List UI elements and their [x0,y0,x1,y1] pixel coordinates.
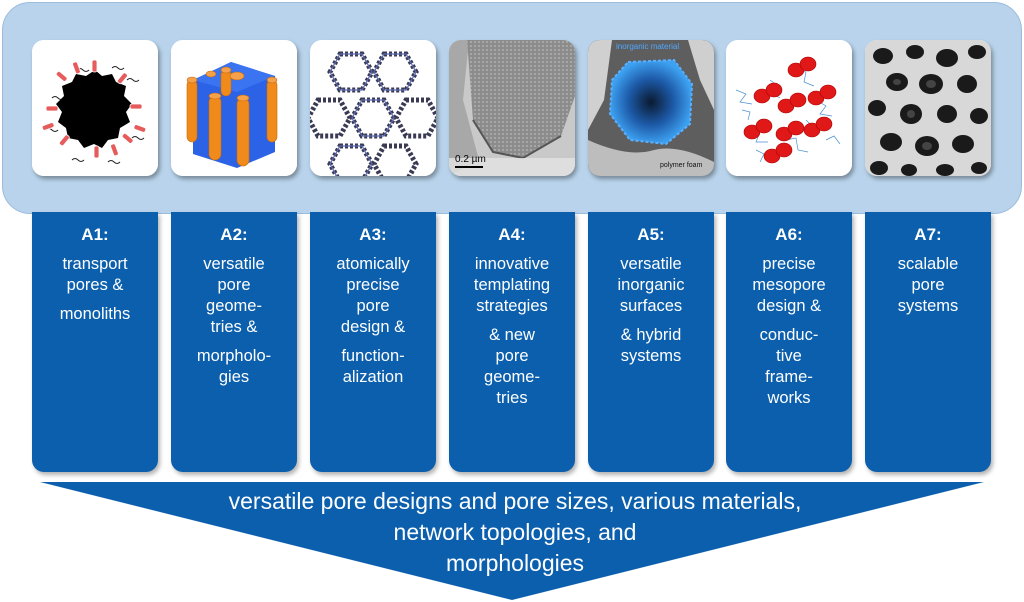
description-line: conduc- [759,326,819,344]
description-line: works [767,389,811,407]
column-a4: A4: innovative templating strategies & new po… [449,212,575,472]
column-description: versatile inorganic surfaces & hybrid system… [588,254,714,367]
description-line: tive [776,347,802,365]
description-line: transport [62,255,128,273]
column-a1: A1: transport pores & monoliths [32,212,158,472]
thumbnail-a7 [865,40,991,176]
summary-line-2: network topologies, and [393,519,637,545]
description-line: design & [340,318,406,336]
description-line: pore [356,297,390,315]
column-description: transport pores & monoliths [32,254,158,325]
summary-line-1: versatile pore designs and pore sizes, v… [228,488,802,514]
description-line: pore [495,347,529,365]
description-line: scalable [897,255,959,273]
description-line: versatile [203,255,265,273]
column-heading: A5: [637,225,665,244]
description-line: & new [489,326,535,344]
thumbnail-a2 [171,40,297,176]
description-line: mesopore [752,276,826,294]
description-line: alization [342,368,404,386]
summary-text: versatile pore designs and pore sizes, v… [150,486,880,579]
description-line: atomically [336,255,410,273]
description-line: geome- [206,297,262,315]
thumbnail-a1 [32,40,158,176]
description-line: & hybrid [620,326,682,344]
description-line: innovative [474,255,550,273]
description-line: templating [473,276,551,294]
description-line: surfaces [619,297,683,315]
description-line: pore [217,276,251,294]
column-description: versatile pore geome-tries & morpholo-gies [171,254,297,388]
column-description: scalable pore systems [865,254,991,317]
column-a2: A2: versatile pore geome-tries & morpholo-gi… [171,212,297,472]
description-line: gies [218,368,250,386]
description-line: precise [346,276,400,294]
description-line: frame- [765,368,813,386]
column-a3: A3: atomically precise pore design & function… [310,212,436,472]
thumbnail-a6 [726,40,852,176]
description-line: inorganic [617,276,685,294]
column-description: innovative templating strategies & new pore g… [449,254,575,409]
description-line: strategies [476,297,548,315]
scale-bar [455,166,483,168]
description-line: geome- [484,368,540,386]
polymer-foam-label: polymer foam [660,162,703,169]
column-description: precise mesopore design & conduc-tive frame-… [726,254,852,409]
description-line: monoliths [59,305,131,323]
description-line: systems [897,297,959,315]
column-heading: A1: [81,225,109,244]
description-line: tries [496,389,528,407]
description-line: morpholo- [196,347,272,365]
description-line: pore [911,276,945,294]
column-heading: A4: [498,225,526,244]
column-a6: A6: precise mesopore design & conduc-tive fra… [726,212,852,472]
description-line: precise [762,255,816,273]
column-heading: A7: [914,225,942,244]
column-description: atomically precise pore design & function-al… [310,254,436,388]
description-line: design & [756,297,822,315]
column-a7: A7: scalable pore systems [865,212,991,472]
inorganic-material-label: inorganic material [616,42,680,51]
description-line: versatile [620,255,682,273]
thumbnail-a3 [310,40,436,176]
thumbnail-a4: 0.2 µm [449,40,575,176]
column-a5: A5: versatile inorganic surfaces & hybrid sys… [588,212,714,472]
column-heading: A6: [775,225,803,244]
description-line: function- [341,347,405,365]
column-heading: A2: [220,225,248,244]
description-line: systems [620,347,682,365]
thumbnail-a5: inorganic material polymer foam [588,40,714,176]
scale-label: 0.2 µm [455,154,486,165]
description-line: tries & [210,318,258,336]
summary-line-3: morphologies [445,550,585,576]
description-line: pores & [66,276,124,294]
column-heading: A3: [359,225,387,244]
